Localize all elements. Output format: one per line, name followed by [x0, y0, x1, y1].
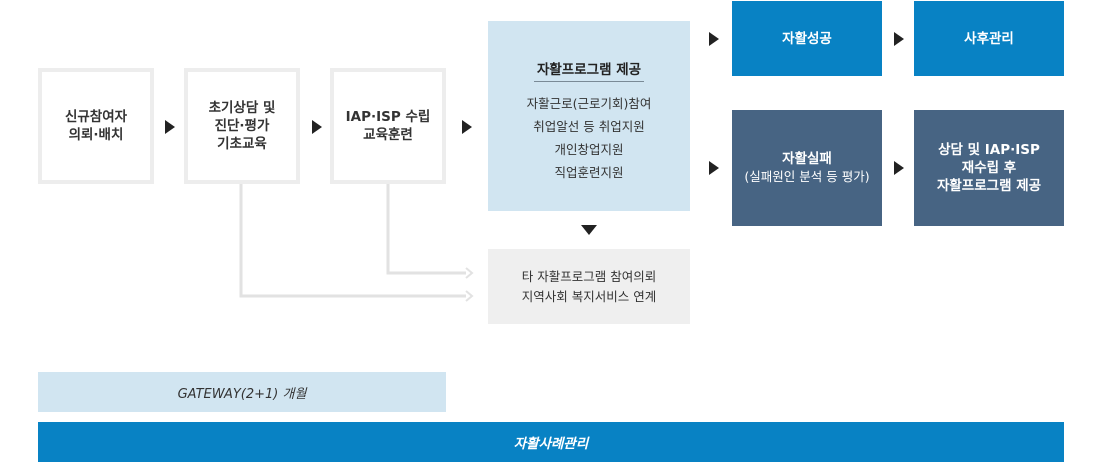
- failure-subtitle: (실패원인 분석 등 평가): [744, 169, 870, 184]
- program-list: 자활근로(근로기회)참여 취업알선 등 취업지원 개인창업지원 직업훈련지원: [488, 92, 690, 184]
- referral-line: 지역사회 복지서비스 연계: [521, 288, 657, 304]
- arrow-right-icon: [312, 120, 322, 134]
- referral-box: 타 자활프로그램 참여의뢰 지역사회 복지서비스 연계: [488, 249, 690, 324]
- program-title: 자활프로그램 제공: [536, 62, 642, 78]
- step-iap-isp-planning: IAP·ISP 수립 교육훈련: [330, 68, 446, 184]
- result-success-box: 자활성공: [732, 1, 882, 76]
- program-item: 개인창업지원: [554, 142, 624, 157]
- arrow-right-icon: [894, 32, 904, 46]
- program-item: 자활근로(근로기회)참여: [526, 96, 652, 111]
- connector-from-iap: [386, 184, 474, 279]
- step-initial-assessment: 초기상담 및 진단·평가 기초교육: [184, 68, 300, 184]
- result-failure-box: 자활실패 (실패원인 분석 등 평가): [732, 110, 882, 226]
- arrow-right-icon: [894, 161, 904, 175]
- program-box: 자활프로그램 제공 자활근로(근로기회)참여 취업알선 등 취업지원 개인창업지…: [488, 21, 690, 211]
- program-item: 취업알선 등 취업지원: [533, 119, 645, 134]
- retry-box: 상담 및 IAP·ISP 재수립 후 자활프로그램 제공: [914, 110, 1064, 226]
- aftercare-box: 사후관리: [914, 1, 1064, 76]
- step-referral-placement: 신규참여자 의뢰·배치: [38, 68, 154, 184]
- arrow-right-icon: [709, 161, 719, 175]
- arrow-right-icon: [165, 120, 175, 134]
- arrow-right-icon: [462, 120, 472, 134]
- program-title-divider: [534, 81, 644, 82]
- program-item: 직업훈련지원: [554, 165, 624, 180]
- arrow-down-icon: [581, 225, 597, 235]
- arrow-right-icon: [709, 32, 719, 46]
- gateway-period-bar: GATEWAY(2+1) 개월: [38, 372, 446, 412]
- referral-line: 타 자활프로그램 참여의뢰: [521, 268, 657, 284]
- connector-from-assessment: [239, 184, 474, 302]
- case-management-bar: 자활사례관리: [38, 422, 1064, 462]
- failure-title: 자활실패: [782, 151, 832, 167]
